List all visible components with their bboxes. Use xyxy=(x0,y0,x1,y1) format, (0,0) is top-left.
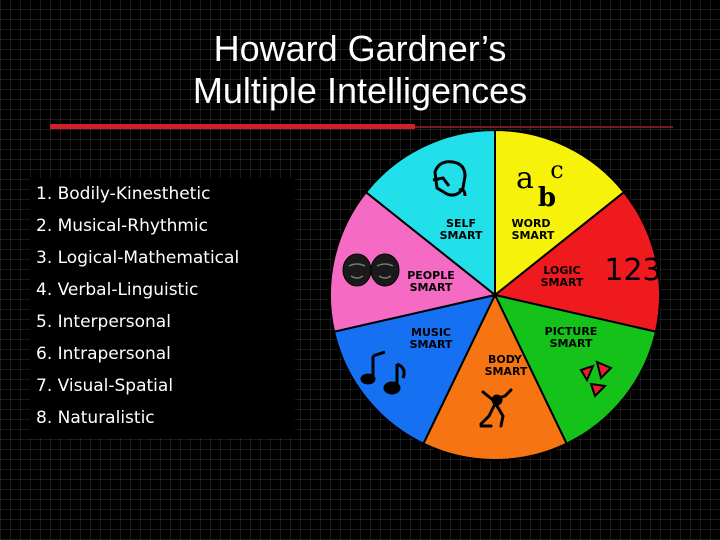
logic-label-sub: SMART xyxy=(541,276,584,289)
word-label-sub: SMART xyxy=(512,229,555,242)
glyph-a: a xyxy=(516,161,534,196)
self-label-sub: SMART xyxy=(440,229,483,242)
list-item: 2. Musical-Rhythmic xyxy=(36,216,208,236)
shapes-icon xyxy=(579,360,613,398)
title-line-1: Howard Gardner’s xyxy=(213,28,507,69)
list-item: 1. Bodily-Kinesthetic xyxy=(36,184,211,204)
wedge-people xyxy=(329,190,498,333)
title-line-2: Multiple Intelligences xyxy=(192,70,528,111)
list-item: 7. Visual-Spatial xyxy=(36,376,174,396)
list-item: 3. Logical-Mathematical xyxy=(36,248,240,268)
music-label: MUSIC xyxy=(411,326,451,339)
self-label: SELF xyxy=(446,217,476,230)
slide-title: Howard Gardner’s Multiple Intelligences xyxy=(100,28,620,112)
picture-label: PICTURE xyxy=(545,325,598,338)
word-label: WORD xyxy=(511,217,550,230)
body-label-sub: SMART xyxy=(485,365,528,378)
abc-icon: a c b xyxy=(516,156,564,213)
title-divider xyxy=(50,124,415,129)
logic-label: LOGIC xyxy=(543,264,580,277)
list-item: 5. Interpersonal xyxy=(36,312,171,332)
wedge-picture xyxy=(493,293,658,446)
intelligence-list: 1. Bodily-Kinesthetic 2. Musical-Rhythmi… xyxy=(30,178,295,438)
glyph-c: c xyxy=(550,156,563,184)
music-note-icon xyxy=(360,350,406,395)
wedge-self xyxy=(364,130,496,298)
list-item: 4. Verbal-Linguistic xyxy=(36,280,199,300)
glyph-123: 123 xyxy=(604,253,661,288)
music-label-sub: SMART xyxy=(410,338,453,351)
face-icon xyxy=(432,160,467,197)
dancer-icon xyxy=(479,388,513,428)
wedge-logic xyxy=(492,190,661,333)
list-item: 8. Naturalistic xyxy=(36,408,155,428)
faces-icon xyxy=(342,253,400,287)
intelligences-wheel: SELF SMART WORD SMART LOGIC SMART PICTUR… xyxy=(329,130,662,462)
people-label-sub: SMART xyxy=(410,281,453,294)
picture-label-sub: SMART xyxy=(550,337,593,350)
wedge-body xyxy=(422,292,568,462)
numbers-icon: 123 xyxy=(604,253,661,288)
title-divider-tail xyxy=(415,126,673,128)
body-label: BODY xyxy=(488,353,523,366)
wedge-word xyxy=(494,130,626,298)
glyph-b: b xyxy=(538,183,556,213)
people-label: PEOPLE xyxy=(407,269,455,282)
wheel-wedges xyxy=(329,130,661,462)
list-item: 6. Intrapersonal xyxy=(36,344,171,364)
wedge-music xyxy=(332,293,497,446)
